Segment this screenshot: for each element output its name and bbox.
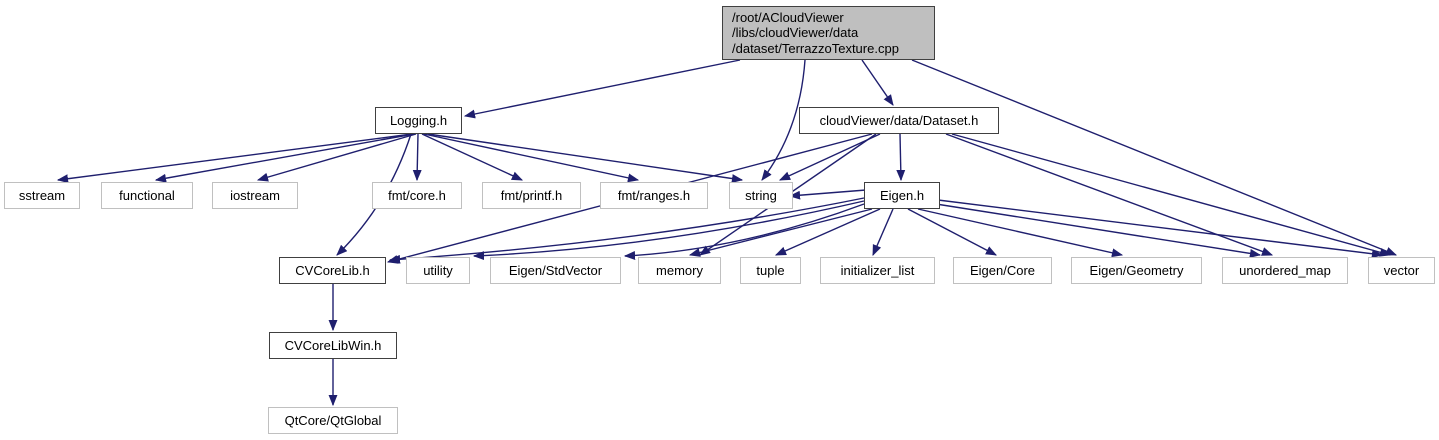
graph-edge-logging-to-fmtcore — [412, 133, 422, 182]
graph-edge-eigenh-to-tuple — [774, 208, 881, 256]
graph-node-unorderedmap[interactable]: unordered_map — [1222, 257, 1348, 284]
graph-node-dataset[interactable]: cloudViewer/data/Dataset.h — [799, 107, 999, 134]
graph-node-label: CVCoreLibWin.h — [284, 337, 382, 353]
graph-node-memory[interactable]: memory — [638, 257, 721, 284]
graph-node-label: iostream — [230, 187, 280, 203]
graph-node-label: Logging.h — [389, 112, 448, 128]
graph-node-label: unordered_map — [1239, 262, 1331, 278]
graph-node-label: functional — [119, 187, 175, 203]
graph-edge-root-to-string — [761, 59, 806, 181]
graph-edge-eigenh-to-eigencore — [907, 208, 997, 256]
graph-node-label: cloudViewer/data/Dataset.h — [819, 112, 979, 128]
graph-node-eigengeometry[interactable]: Eigen/Geometry — [1071, 257, 1202, 284]
graph-node-cvcorelibwin[interactable]: CVCoreLibWin.h — [269, 332, 397, 359]
graph-node-label: QtCore/QtGlobal — [284, 412, 382, 428]
graph-node-logging[interactable]: Logging.h — [375, 107, 462, 134]
graph-edge-root-to-logging — [463, 59, 741, 119]
graph-edge-logging-to-functional — [154, 133, 415, 183]
graph-edge-root-to-vector — [911, 59, 1398, 256]
graph-node-label: Eigen/Geometry — [1089, 262, 1184, 278]
graph-edge-eigenh-to-unorderedmap — [935, 203, 1262, 258]
graph-edge-logging-to-fmtranges — [423, 133, 640, 183]
graph-node-label: string — [745, 187, 777, 203]
graph-node-qtglobal[interactable]: QtCore/QtGlobal — [268, 407, 398, 434]
graph-node-cvcorelib[interactable]: CVCoreLib.h — [279, 257, 386, 284]
graph-node-label: memory — [656, 262, 703, 278]
graph-node-initializerlist[interactable]: initializer_list — [820, 257, 935, 284]
graph-node-label: fmt/core.h — [388, 187, 446, 203]
graph-node-label: initializer_list — [840, 262, 915, 278]
graph-edge-logging-to-iostream — [256, 133, 417, 182]
graph-node-string[interactable]: string — [729, 182, 793, 209]
graph-edge-logging-to-sstream — [56, 133, 413, 184]
graph-edge-eigenh-to-memory — [688, 208, 873, 257]
graph-node-label: sstream — [18, 187, 66, 203]
graph-edge-eigenh-to-eigenstdvector — [623, 203, 865, 260]
graph-node-vector[interactable]: vector — [1368, 257, 1435, 284]
graph-edge-dataset-to-string — [778, 133, 881, 181]
graph-node-label: utility — [423, 262, 453, 278]
graph-node-label: Eigen/Core — [969, 262, 1036, 278]
graph-node-fmtcore[interactable]: fmt/core.h — [372, 182, 462, 209]
graph-edge-logging-to-fmtprintf — [421, 133, 524, 181]
graph-edge-eigenh-to-utility — [472, 200, 865, 261]
graph-edge-dataset-to-vector — [951, 133, 1392, 257]
graph-node-label: Eigen.h — [879, 187, 925, 203]
graph-node-label: fmt/printf.h — [500, 187, 563, 203]
graph-edge-logging-to-string — [427, 133, 744, 183]
graph-edge-eigenh-to-string — [788, 189, 867, 200]
graph-edge-eigenh-to-vector — [937, 199, 1384, 259]
graph-edge-dataset-to-unorderedmap — [945, 133, 1274, 256]
graph-node-label: fmt/ranges.h — [617, 187, 691, 203]
graph-node-label: tuple — [756, 262, 785, 278]
graph-node-eigenstdvector[interactable]: Eigen/StdVector — [490, 257, 621, 284]
graph-node-fmtranges[interactable]: fmt/ranges.h — [600, 182, 708, 209]
graph-edge-root-to-dataset — [861, 59, 894, 106]
graph-node-label: CVCoreLib.h — [295, 262, 370, 278]
graph-node-label: Eigen/StdVector — [508, 262, 603, 278]
graph-node-functional[interactable]: functional — [101, 182, 193, 209]
graph-node-eigenh[interactable]: Eigen.h — [864, 182, 940, 209]
graph-node-root[interactable]: /root/ACloudViewer /libs/cloudViewer/dat… — [722, 6, 935, 60]
graph-node-fmtprintf[interactable]: fmt/printf.h — [482, 182, 581, 209]
graph-edge-eigenh-to-initializerlist — [872, 208, 894, 257]
graph-edge-eigenh-to-cvcorelib — [388, 197, 865, 264]
graph-node-eigencore[interactable]: Eigen/Core — [953, 257, 1052, 284]
graph-node-tuple[interactable]: tuple — [740, 257, 801, 284]
graph-node-sstream[interactable]: sstream — [4, 182, 80, 209]
graph-edge-dataset-to-eigenh — [896, 133, 906, 182]
graph-node-label: /root/ACloudViewer /libs/cloudViewer/dat… — [732, 10, 899, 56]
graph-edge-eigenh-to-eigengeometry — [917, 208, 1124, 258]
graph-node-utility[interactable]: utility — [406, 257, 470, 284]
graph-node-label: vector — [1383, 262, 1420, 278]
graph-node-iostream[interactable]: iostream — [212, 182, 298, 209]
